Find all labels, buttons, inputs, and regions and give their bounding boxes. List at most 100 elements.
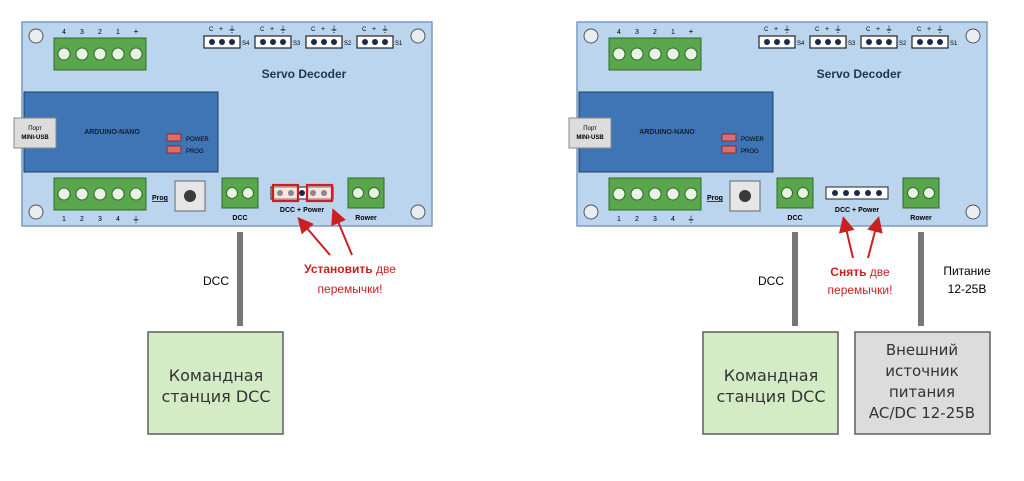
arrow bbox=[838, 216, 855, 259]
station-label: станция DCC bbox=[161, 387, 270, 406]
command-station bbox=[147, 331, 284, 435]
jumper-header-empty bbox=[825, 186, 889, 200]
left-panel: 4 3 2 1 + C + ⏚ S4 C + ⏚ S3 bbox=[13, 21, 433, 435]
ground-icon: ⏚ bbox=[936, 25, 944, 34]
mount-hole bbox=[583, 204, 599, 220]
jumper-note: Установить две bbox=[304, 262, 396, 276]
power-wire bbox=[918, 232, 924, 326]
prog-led-label: PROG bbox=[186, 149, 204, 155]
power-wire-label: 12-25В bbox=[948, 282, 987, 296]
station-label: Командная bbox=[169, 366, 263, 385]
note-rest: две bbox=[373, 262, 397, 276]
ground-icon: ⏚ bbox=[279, 25, 287, 34]
servo-headers: C + ⏚ S4 C + ⏚ S3 C + ⏚ S2 C + ⏚ S1 bbox=[758, 25, 958, 49]
jumper-right bbox=[305, 183, 334, 203]
servo-pin-label: + bbox=[219, 26, 223, 33]
arduino-label: ARDUINO-NANO bbox=[639, 129, 695, 136]
servo-pin-label: C bbox=[917, 27, 922, 33]
power-terminal-label: Rower bbox=[355, 215, 377, 222]
top-terminal-block: 4 3 2 1 + bbox=[53, 27, 147, 71]
station-label: станция DCC bbox=[716, 387, 825, 406]
servo-pin-label: C bbox=[260, 27, 265, 33]
dcc-power-label: DCC + Power bbox=[835, 207, 879, 214]
top-terminal-block: 4 3 2 1 + bbox=[608, 27, 702, 71]
external-power-label: источник bbox=[885, 362, 958, 380]
dcc-wire bbox=[792, 232, 798, 326]
servo-pin-label: C bbox=[209, 27, 214, 33]
mount-hole bbox=[28, 28, 44, 44]
servo-pin-label: + bbox=[825, 26, 829, 33]
note-rest: две bbox=[866, 265, 890, 279]
jumper-note-line2: перемычки! bbox=[828, 283, 893, 297]
servo-label: S4 bbox=[242, 41, 250, 47]
prog-label: Prog bbox=[152, 195, 168, 202]
servo-pin-label: + bbox=[372, 26, 376, 33]
ground-icon: ⏚ bbox=[381, 25, 389, 34]
mount-hole bbox=[410, 28, 426, 44]
pin-label: 3 bbox=[98, 216, 102, 223]
ground-icon: ⏚ bbox=[885, 25, 893, 34]
prog-led bbox=[721, 145, 737, 154]
ground-icon: ⏚ bbox=[228, 25, 236, 34]
usb-label: MINI-USB bbox=[21, 135, 49, 141]
dcc-terminal-label: DCC bbox=[232, 215, 247, 222]
dcc-power-label: DCC + Power bbox=[280, 207, 324, 214]
power-led bbox=[721, 133, 737, 142]
pin-label: 4 bbox=[62, 29, 66, 36]
ground-icon: ⏚ bbox=[132, 215, 140, 224]
ground-icon: ⏚ bbox=[330, 25, 338, 34]
pin-label: 1 bbox=[617, 216, 621, 223]
pin-label: + bbox=[134, 27, 139, 36]
dcc-terminal-label: DCC bbox=[787, 215, 802, 222]
power-wire-label: Питание bbox=[943, 264, 991, 278]
servo-label: S2 bbox=[899, 41, 907, 47]
usb-port bbox=[13, 117, 57, 149]
servo-headers: C + ⏚ S4 C + ⏚ S3 C + ⏚ S2 C + ⏚ bbox=[203, 25, 403, 49]
command-station bbox=[702, 331, 839, 435]
servo-pin-label: + bbox=[774, 26, 778, 33]
pin-label: 3 bbox=[653, 216, 657, 223]
servo-pin-label: C bbox=[311, 27, 316, 33]
usb-label: MINI-USB bbox=[576, 135, 604, 141]
jumper-note-line2: перемычки! bbox=[318, 282, 383, 296]
external-power-supply bbox=[854, 331, 991, 435]
bottom-terminal-block: 1 2 3 4 ⏚ bbox=[608, 177, 702, 224]
servo-label: S2 bbox=[344, 41, 352, 47]
pin-label: 4 bbox=[116, 216, 120, 223]
mount-hole bbox=[965, 28, 981, 44]
arrow bbox=[297, 216, 331, 256]
power-led-label: POWER bbox=[741, 137, 764, 143]
servo-pin-label: + bbox=[876, 26, 880, 33]
pin-label: 3 bbox=[80, 29, 84, 36]
prog-led bbox=[166, 145, 182, 154]
servo-pin-label: + bbox=[270, 26, 274, 33]
ground-icon: ⏚ bbox=[687, 215, 695, 224]
prog-label: Prog bbox=[707, 195, 723, 202]
power-led bbox=[166, 133, 182, 142]
external-power-label: питания bbox=[889, 383, 955, 401]
pin-label: 1 bbox=[116, 29, 120, 36]
servo-pin-label: C bbox=[815, 27, 820, 33]
jumper-note: Снять две bbox=[830, 265, 890, 279]
mount-hole bbox=[583, 28, 599, 44]
arrow bbox=[331, 208, 353, 256]
bottom-terminal-block: 1 2 3 4 ⏚ bbox=[53, 177, 147, 224]
pin-label: + bbox=[689, 27, 694, 36]
arduino-label: ARDUINO-NANO bbox=[84, 129, 140, 136]
station-label: Командная bbox=[724, 366, 818, 385]
jumper-header-installed bbox=[270, 183, 334, 203]
pin-label: 4 bbox=[617, 29, 621, 36]
ground-icon: ⏚ bbox=[834, 25, 842, 34]
usb-label: Порт bbox=[583, 126, 597, 132]
arrow bbox=[867, 216, 883, 259]
pin-label: 4 bbox=[671, 216, 675, 223]
dcc-wire bbox=[237, 232, 243, 326]
pin-label: 3 bbox=[635, 29, 639, 36]
pin-label: 2 bbox=[98, 29, 102, 36]
usb-port bbox=[568, 117, 612, 149]
pin-label: 1 bbox=[62, 216, 66, 223]
right-panel: 4 3 2 1 + C + ⏚ S4 C + ⏚ S3 C + bbox=[568, 21, 991, 435]
mount-hole bbox=[28, 204, 44, 220]
servo-pin-label: C bbox=[866, 27, 871, 33]
servo-pin-label: + bbox=[927, 26, 931, 33]
